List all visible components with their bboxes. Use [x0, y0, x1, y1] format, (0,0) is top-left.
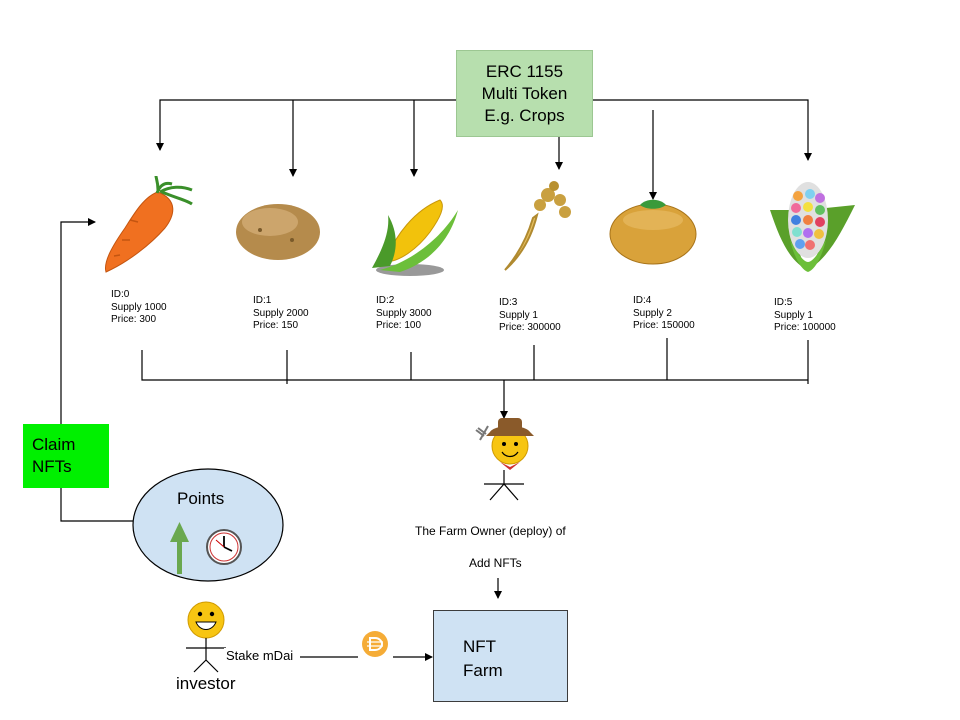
crop-supply: Supply 2	[633, 307, 672, 319]
dai-coin-icon	[362, 631, 388, 657]
rainbow-corn-icon	[770, 182, 855, 272]
crop-info-4: ID:4 Supply 2 Price: 150000	[633, 295, 695, 333]
investor-label: investor	[176, 674, 236, 693]
crop-supply: Supply 1	[499, 309, 538, 321]
melon-icon	[609, 199, 697, 265]
crop-price: Price: 300000	[499, 322, 561, 333]
add-nfts-label: Add NFTs	[469, 556, 522, 570]
investor-icon	[186, 601, 226, 673]
up-arrow-icon	[170, 522, 189, 574]
crop-price: Price: 150	[253, 320, 299, 331]
crop-id: ID:5	[774, 297, 793, 308]
crop-price: Price: 300	[111, 314, 157, 325]
erc1155-box: ERC 1155 Multi Token E.g. Crops	[456, 50, 593, 137]
crop-supply: Supply 2000	[253, 307, 309, 319]
crop-supply: Supply 3000	[376, 307, 432, 319]
crop-id: ID:2	[376, 295, 395, 306]
crop-id: ID:0	[111, 289, 130, 300]
stake-mdai-label: Stake mDai	[224, 648, 296, 663]
points-ellipse	[132, 468, 284, 582]
claim-nfts-box: Claim NFTs	[23, 424, 109, 488]
nft-farm-box: NFT Farm	[433, 610, 568, 702]
farm-line1: NFT	[463, 637, 497, 656]
claim-line1: Claim	[32, 435, 76, 454]
crop-info-1: ID:1 Supply 2000 Price: 150	[253, 295, 309, 333]
crop-id: ID:4	[633, 295, 652, 306]
carrot-icon	[104, 175, 193, 273]
crop-id: ID:1	[253, 295, 272, 306]
erc-line1: ERC 1155	[485, 61, 564, 81]
farm-owner-label: The Farm Owner (deploy) of	[415, 524, 566, 538]
crop-info-3: ID:3 Supply 1 Price: 300000	[499, 297, 561, 335]
crop-info-5: ID:5 Supply 1 Price: 100000	[774, 297, 836, 335]
crop-supply: Supply 1000	[111, 301, 167, 313]
crop-id: ID:3	[499, 297, 518, 308]
crop-price: Price: 100000	[774, 322, 836, 333]
parsnip-icon	[504, 181, 571, 271]
clock-icon	[206, 529, 242, 565]
crop-info-2: ID:2 Supply 3000 Price: 100	[376, 295, 432, 333]
farmer-icon	[475, 418, 534, 501]
crop-info-0: ID:0 Supply 1000 Price: 300	[111, 289, 167, 327]
erc-line2: Multi Token	[481, 83, 568, 103]
erc-line3: E.g. Crops	[484, 105, 565, 125]
crop-supply: Supply 1	[774, 309, 813, 321]
crop-price: Price: 100	[376, 320, 422, 331]
points-title: Points	[177, 489, 225, 508]
potato-icon	[236, 204, 320, 260]
corn-icon	[372, 199, 458, 276]
crop-price: Price: 150000	[633, 320, 695, 331]
farm-line2: Farm	[463, 661, 503, 680]
claim-line2: NFTs	[32, 457, 72, 476]
